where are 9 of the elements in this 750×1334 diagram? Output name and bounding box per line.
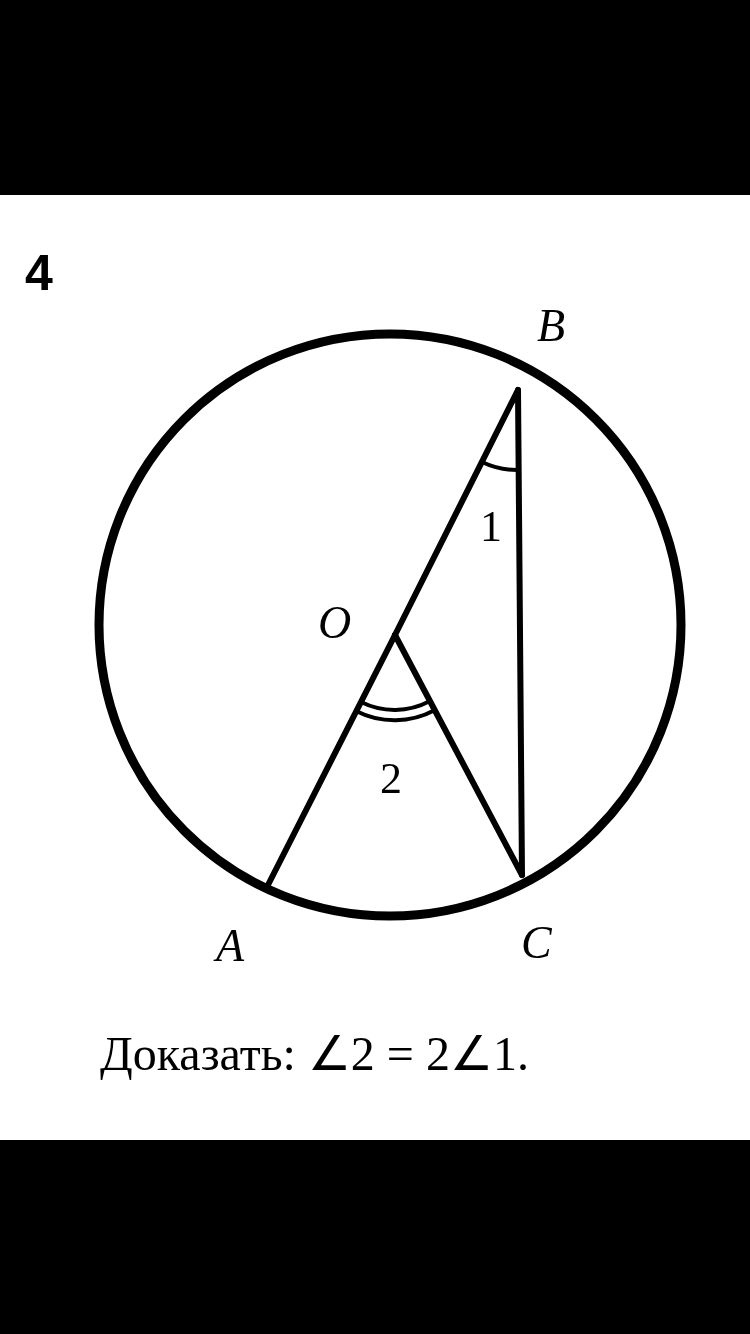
point-label: O <box>318 600 352 646</box>
problem-number: 4 <box>25 248 53 298</box>
point-label: C <box>521 920 552 966</box>
angle-number: 1 <box>480 505 502 549</box>
line-segment <box>265 632 398 888</box>
line-segment <box>515 387 525 878</box>
angle-number: 2 <box>380 757 402 801</box>
point-label: B <box>537 303 566 349</box>
caption: Доказать: ∠2 = 2∠1. <box>100 1030 529 1078</box>
